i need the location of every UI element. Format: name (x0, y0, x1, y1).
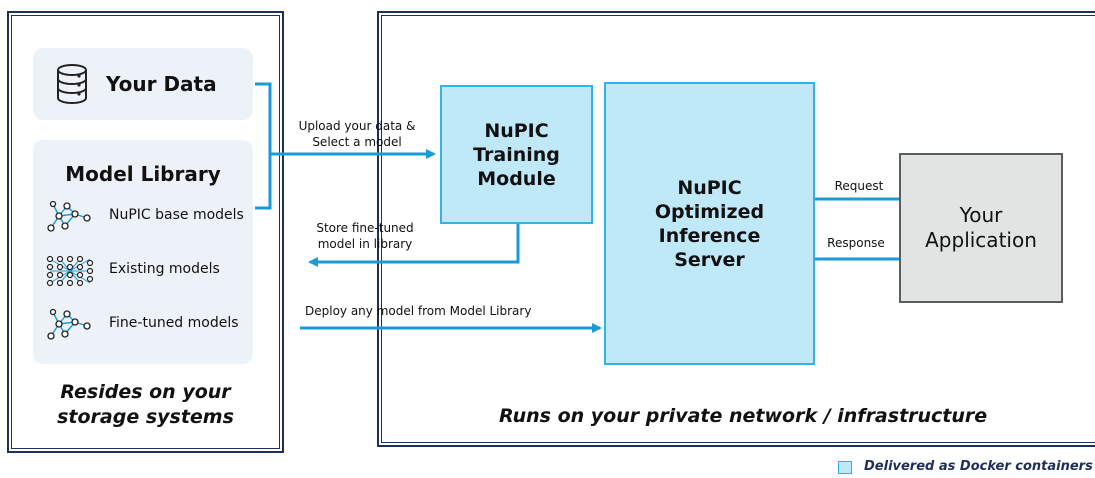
library-bracket (255, 82, 272, 210)
model-item-label: NuPIC base models (109, 207, 244, 223)
upload-label-line2: Select a model (312, 135, 402, 149)
your-data-panel: Your Data (33, 48, 253, 120)
training-line1: NuPIC (484, 119, 549, 142)
storage-caption-line1: Resides on your (60, 381, 231, 403)
request-label: Request (834, 179, 884, 193)
store-label-line1: Store fine-tuned (316, 221, 414, 235)
store-arrow (308, 224, 520, 267)
training-module-box: NuPIC Training Module (440, 85, 593, 224)
response-label: Response (827, 236, 885, 250)
your-application-box: Your Application (899, 153, 1063, 303)
network-zone-inner-frame (381, 15, 1095, 443)
legend-swatch (838, 461, 852, 474)
app-line2: Application (925, 228, 1037, 252)
network-graph-icon (47, 200, 91, 232)
deploy-label: Deploy any model from Model Library (305, 304, 532, 318)
database-icon (57, 64, 87, 104)
training-line2: Training (473, 143, 560, 166)
model-item-fine-tuned: Fine-tuned models (33, 306, 253, 342)
inference-line1: NuPIC (677, 176, 742, 199)
training-line3: Module (477, 167, 556, 190)
inference-line4: Server (674, 248, 745, 271)
inference-server-box: NuPIC Optimized Inference Server (604, 82, 815, 365)
storage-zone-inner-frame (11, 15, 280, 449)
model-item-label: Existing models (109, 261, 220, 277)
legend: Delivered as Docker containers (838, 458, 1095, 478)
network-caption: Runs on your private network / infrastru… (499, 405, 988, 427)
store-label-line2: model in library (317, 237, 413, 251)
legend-label: Delivered as Docker containers (864, 459, 1093, 474)
upload-label: Upload your data & Select a model (292, 118, 422, 150)
upload-label-line1: Upload your data & (298, 119, 416, 133)
model-item-label: Fine-tuned models (109, 315, 239, 331)
network-graph-icon (47, 308, 91, 340)
inference-line3: Inference (658, 224, 761, 247)
model-library-title: Model Library (65, 162, 221, 186)
storage-caption-line2: storage systems (57, 406, 234, 428)
model-library-panel: Model Library NuPIC base models (33, 140, 253, 364)
inference-line2: Optimized (654, 200, 765, 223)
model-item-base: NuPIC base models (33, 198, 253, 234)
storage-zone-frame (7, 11, 284, 453)
your-data-label: Your Data (106, 72, 217, 96)
app-line1: Your (959, 203, 1003, 227)
network-zone-frame (377, 11, 1095, 447)
model-item-existing: Existing models (33, 252, 253, 288)
neural-grid-icon (46, 255, 94, 287)
store-label: Store fine-tuned model in library (305, 220, 425, 252)
storage-caption: Resides on your storage systems (11, 380, 280, 430)
